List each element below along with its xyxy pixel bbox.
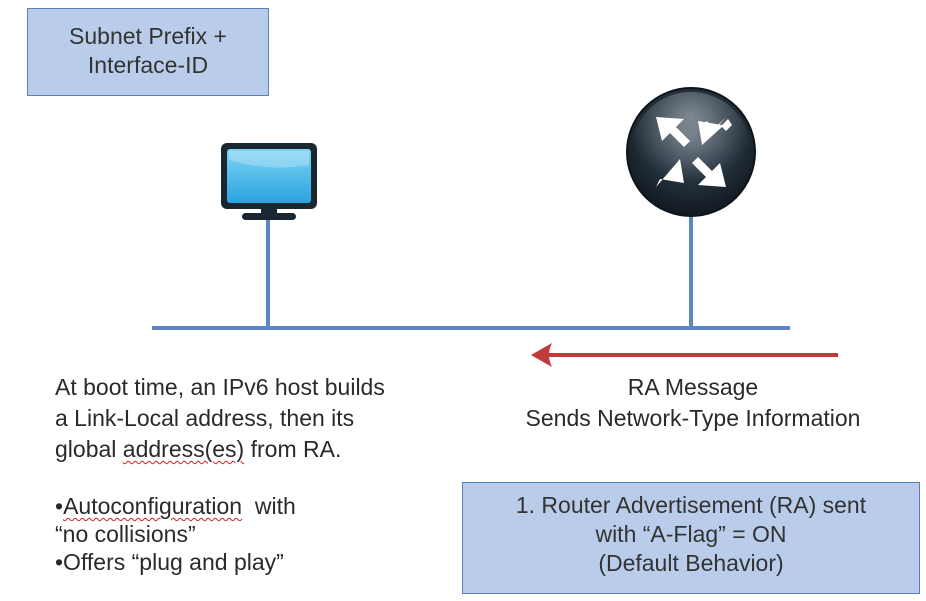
monitor-icon <box>221 143 317 220</box>
router-advertisement-box: 1. Router Advertisement (RA) sent with “… <box>462 482 920 594</box>
subnet-prefix-line1: Subnet Prefix + <box>69 23 227 49</box>
bullet-autoconfiguration-word: Autoconfiguration <box>63 493 243 519</box>
bullet-plug-and-play: •Offers “plug and play” <box>55 549 284 575</box>
subnet-prefix-box: Subnet Prefix + Interface-ID <box>27 8 269 96</box>
ra-box-line1: 1. Router Advertisement (RA) sent <box>515 492 867 518</box>
host-description-line1: At boot time, an IPv6 host builds <box>55 374 385 400</box>
host-description: At boot time, an IPv6 host builds a Link… <box>55 372 385 465</box>
ra-message-subtitle: Sends Network-Type Information <box>525 405 861 431</box>
bullet-autoconfiguration-post: with <box>242 493 296 519</box>
bullet-marker: • <box>55 493 64 519</box>
ra-arrow <box>531 343 838 367</box>
ra-message-label: RA Message Sends Network-Type Informatio… <box>483 372 903 434</box>
bullet-autoconfiguration: •Autoconfiguration with <box>55 492 296 520</box>
router-icon <box>626 87 756 217</box>
host-description-line2: a Link-Local address, then its <box>55 405 355 431</box>
ra-box-line3: (Default Behavior) <box>598 550 784 576</box>
ra-message-title: RA Message <box>627 374 759 400</box>
host-description-line3: global address(es) from RA. <box>55 434 385 465</box>
host-description-addresses: address(es) <box>122 436 245 462</box>
bullet-no-collisions: “no collisions” <box>55 521 196 547</box>
host-description-line3-pre: global <box>55 436 123 462</box>
host-description-line3-post: from RA. <box>244 436 342 462</box>
ra-box-line2: with “A-Flag” = ON <box>595 521 787 547</box>
subnet-prefix-line2: Interface-ID <box>87 52 209 78</box>
feature-bullets: •Autoconfiguration with “no collisions” … <box>55 492 296 576</box>
